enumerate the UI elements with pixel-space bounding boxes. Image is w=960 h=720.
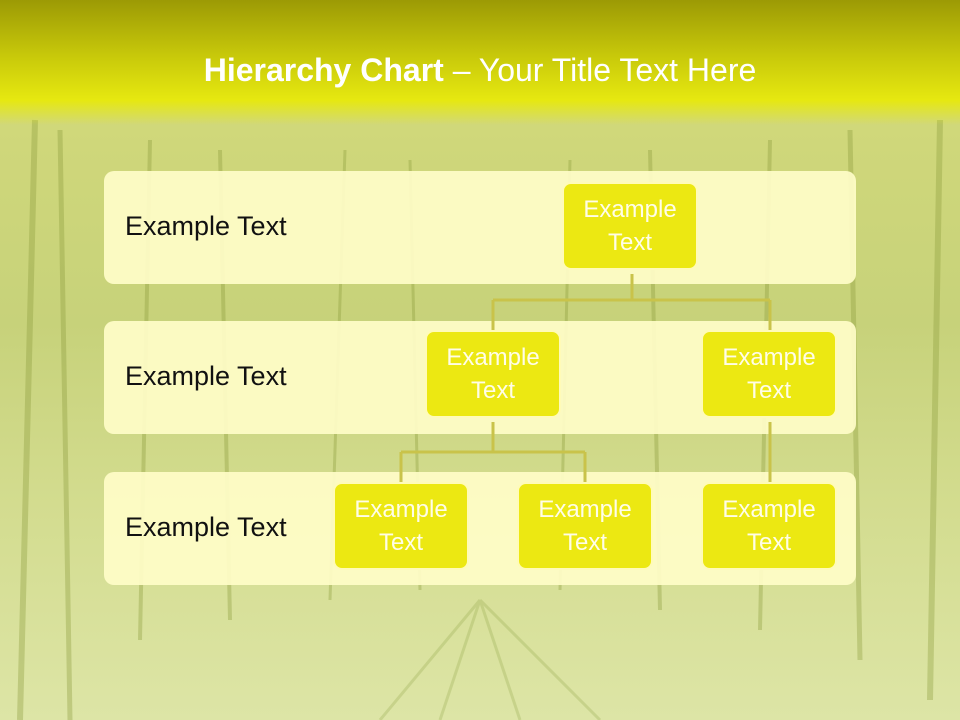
node-leaf-3: Example Text bbox=[701, 482, 837, 570]
node-leaf-2-line2: Text bbox=[562, 529, 607, 556]
level-label-3: Example Text bbox=[125, 512, 287, 542]
node-leaf-1: Example Text bbox=[333, 482, 469, 570]
level-label-2: Example Text bbox=[125, 361, 287, 391]
node-mid-right: Example Text bbox=[701, 330, 837, 418]
level-band-1 bbox=[104, 171, 856, 284]
node-mid-left-line2: Text bbox=[470, 377, 515, 404]
node-leaf-2: Example Text bbox=[517, 482, 653, 570]
page-title: Hierarchy Chart – Your Title Text Here bbox=[0, 52, 960, 89]
node-root: Example Text bbox=[562, 182, 698, 270]
node-mid-right-line2: Text bbox=[746, 377, 791, 404]
node-leaf-1-line1: Example bbox=[354, 496, 448, 523]
node-leaf-3-line2: Text bbox=[746, 529, 791, 556]
title-bold: Hierarchy Chart bbox=[203, 52, 444, 88]
node-mid-left-line1: Example bbox=[446, 344, 540, 371]
node-root-line1: Example bbox=[583, 196, 677, 223]
node-leaf-1-line2: Text bbox=[378, 529, 423, 556]
title-rest: – Your Title Text Here bbox=[443, 52, 757, 88]
node-mid-left: Example Text bbox=[425, 330, 561, 418]
node-root-line2: Text bbox=[607, 229, 652, 256]
level-label-1: Example Text bbox=[125, 211, 287, 241]
node-leaf-3-line1: Example bbox=[722, 496, 816, 523]
node-mid-right-line1: Example bbox=[722, 344, 816, 371]
title-bar bbox=[0, 0, 960, 125]
node-leaf-2-line1: Example bbox=[538, 496, 632, 523]
